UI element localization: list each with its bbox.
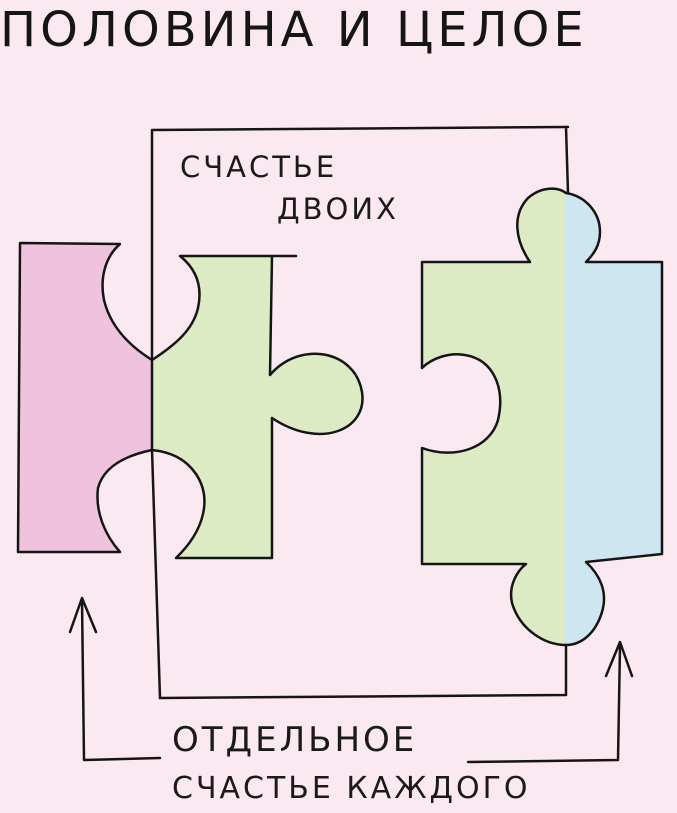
- each-label-line1: ОТДЕЛЬНОЕ: [172, 720, 418, 760]
- right-arrow-line: [466, 644, 622, 764]
- together-frame: [150, 125, 570, 700]
- blue-piece-outline: [564, 191, 664, 647]
- pink-piece-outline: [16, 241, 154, 554]
- green-puzzle-half-right: [422, 188, 566, 646]
- green-left-piece-outline: [150, 254, 364, 560]
- together-label-line1: СЧАСТЬЕ: [180, 150, 338, 184]
- left-arrow-head: [68, 596, 98, 634]
- green-right-piece-outline: [420, 187, 568, 647]
- blue-puzzle-half: [566, 193, 662, 645]
- pink-puzzle-half: [18, 243, 152, 552]
- together-label-line2: ДВОИХ: [277, 192, 399, 226]
- page-title: ПОЛОВИНА И ЦЕЛОЕ: [0, 2, 588, 58]
- each-label-line2: СЧАСТЬЕ КАЖДОГО: [172, 771, 531, 806]
- right-arrow-head: [604, 640, 634, 678]
- green-puzzle-half-left: [152, 256, 363, 558]
- left-arrow-line: [80, 598, 162, 762]
